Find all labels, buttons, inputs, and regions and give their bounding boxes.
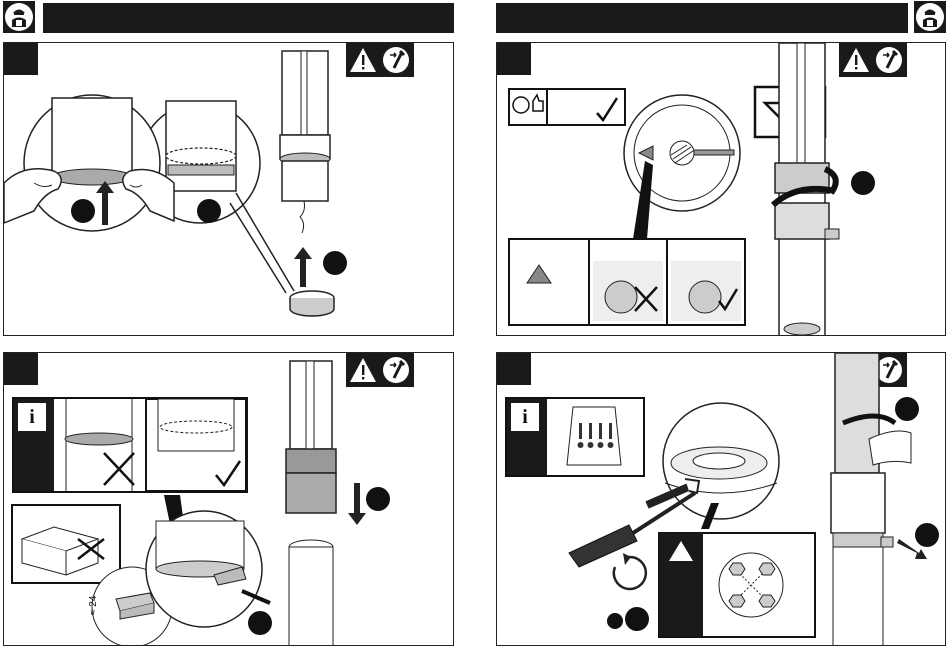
panel-2 <box>496 42 946 336</box>
panel-1 <box>3 42 454 336</box>
header-bar-right <box>496 3 908 33</box>
illustration-align-marker <box>497 43 946 336</box>
panel-4: i <box>496 352 946 646</box>
illustration-insert-shim: ≈ 24 <box>4 353 454 646</box>
header-technician-icon-left <box>3 1 35 33</box>
dimension-label: ≈ 24 <box>88 595 99 615</box>
header-bar-left <box>43 3 454 33</box>
header-technician-icon-right <box>914 1 946 33</box>
illustration-remove-ring <box>4 43 454 336</box>
panel-3: i ≈ 24 <box>3 352 454 646</box>
illustration-screw-fixing <box>497 353 946 646</box>
